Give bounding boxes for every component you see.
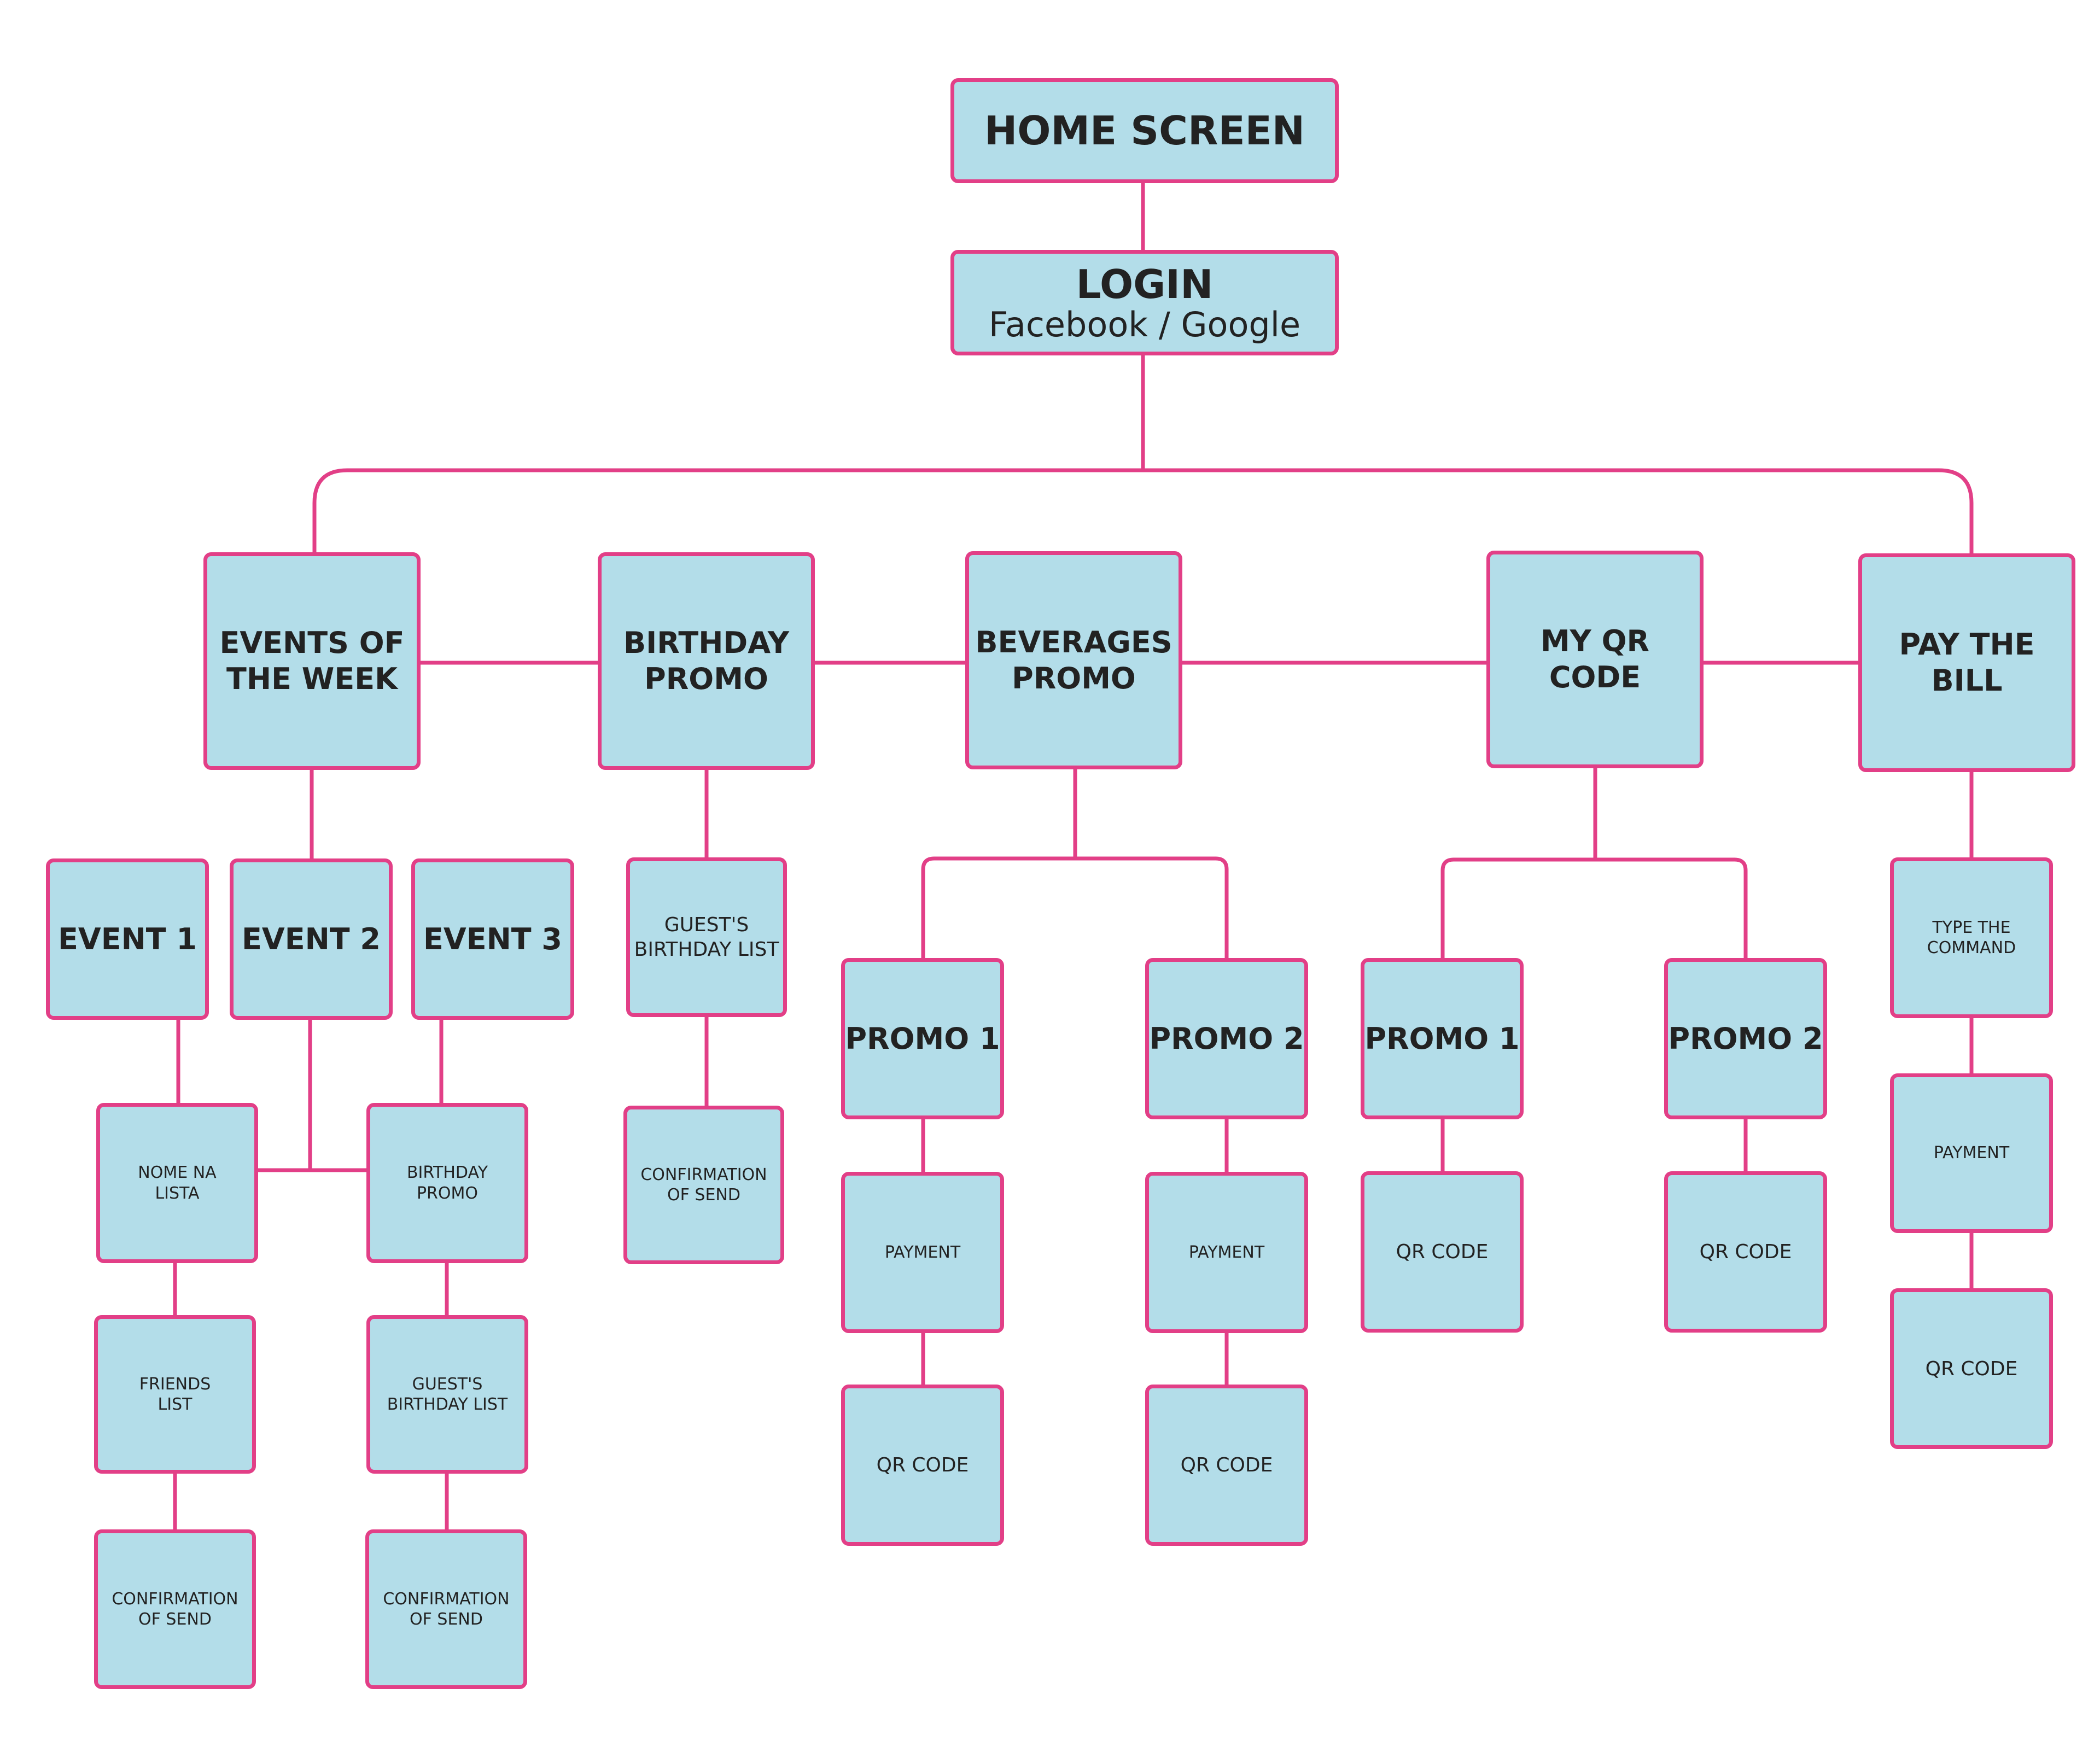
event-1-label: EVENT 1 <box>58 921 197 956</box>
beverages-qr-code-node-2: QR CODE <box>1145 1385 1308 1546</box>
pay-bill-qr-code-node: QR CODE <box>1890 1288 2053 1449</box>
login-node: LOGIN Facebook / Google <box>950 250 1339 355</box>
pay-bill-payment-label: PAYMENT <box>1933 1143 2010 1163</box>
event-2-node: EVENT 2 <box>230 858 393 1020</box>
beverages-payment-node-1: PAYMENT <box>841 1172 1004 1333</box>
beverages-promo-1-label: PROMO 1 <box>845 1021 1000 1056</box>
beverages-qr-code-label-1: QR CODE <box>876 1454 969 1476</box>
event-guest-birthday-list-label: GUEST'S BIRTHDAY LIST <box>387 1374 508 1415</box>
beverages-payment-node-2: PAYMENT <box>1145 1172 1308 1333</box>
pay-bill-payment-node: PAYMENT <box>1890 1073 2053 1233</box>
beverages-promo-2-node: PROMO 2 <box>1145 958 1308 1119</box>
beverages-qr-code-label-2: QR CODE <box>1180 1454 1273 1476</box>
qr-code-node-1: QR CODE <box>1361 1171 1524 1333</box>
pay-the-bill-node: PAY THE BILL <box>1858 553 2075 772</box>
birthday-confirmation-label: CONFIRMATION OF SEND <box>640 1165 767 1205</box>
my-qr-code-label: MY QR CODE <box>1540 624 1650 694</box>
login-subtitle: Facebook / Google <box>988 304 1301 344</box>
event-3-node: EVENT 3 <box>411 858 574 1020</box>
birthday-confirmation-node: CONFIRMATION OF SEND <box>623 1106 784 1264</box>
beverages-payment-label-2: PAYMENT <box>1188 1242 1265 1262</box>
birthday-promo-node: BIRTHDAY PROMO <box>598 552 815 770</box>
event-3-label: EVENT 3 <box>423 921 562 956</box>
event-confirmation-label-1: CONFIRMATION OF SEND <box>112 1589 238 1629</box>
qr-code-label-1: QR CODE <box>1396 1241 1489 1263</box>
events-of-the-week-label: EVENTS OF THE WEEK <box>219 626 405 696</box>
home-screen-node: HOME SCREEN <box>950 78 1339 183</box>
qr-promo-2-label: PROMO 2 <box>1668 1021 1823 1056</box>
type-the-command-node: TYPE THE COMMAND <box>1890 857 2053 1018</box>
beverages-qr-code-node-1: QR CODE <box>841 1385 1004 1546</box>
event-confirmation-label-2: CONFIRMATION OF SEND <box>383 1589 510 1629</box>
login-title: LOGIN <box>1076 261 1214 308</box>
my-qr-code-node: MY QR CODE <box>1486 551 1704 768</box>
birthday-guest-list-label: GUEST'S BIRTHDAY LIST <box>634 914 779 961</box>
beverages-promo-node: BEVERAGES PROMO <box>965 551 1182 769</box>
nome-na-lista-node: NOME NA LISTA <box>96 1103 258 1263</box>
beverages-promo-2-label: PROMO 2 <box>1149 1021 1304 1056</box>
event-confirmation-node-1: CONFIRMATION OF SEND <box>94 1529 256 1689</box>
qr-promo-1-label: PROMO 1 <box>1364 1021 1520 1056</box>
qr-code-node-2: QR CODE <box>1664 1171 1827 1333</box>
nome-na-lista-label: NOME NA LISTA <box>138 1163 217 1203</box>
pay-bill-qr-code-label: QR CODE <box>1925 1357 2018 1380</box>
event-confirmation-node-2: CONFIRMATION OF SEND <box>365 1529 527 1689</box>
friends-list-label: FRIENDS LIST <box>139 1374 211 1415</box>
event-1-node: EVENT 1 <box>46 858 209 1020</box>
friends-list-node: FRIENDS LIST <box>94 1315 256 1474</box>
beverages-payment-label-1: PAYMENT <box>884 1242 961 1262</box>
event-2-label: EVENT 2 <box>242 921 381 956</box>
home-screen-label: HOME SCREEN <box>984 107 1305 154</box>
qr-promo-2-node: PROMO 2 <box>1664 958 1827 1119</box>
events-of-the-week-node: EVENTS OF THE WEEK <box>203 552 421 770</box>
event-guest-birthday-list-node: GUEST'S BIRTHDAY LIST <box>366 1315 528 1474</box>
type-the-command-label: TYPE THE COMMAND <box>1927 918 2016 958</box>
birthday-promo-label: BIRTHDAY PROMO <box>623 626 789 696</box>
qr-code-label-2: QR CODE <box>1699 1241 1792 1263</box>
birthday-guest-list-node: GUEST'S BIRTHDAY LIST <box>626 857 787 1017</box>
qr-promo-1-node: PROMO 1 <box>1361 958 1524 1119</box>
beverages-promo-label: BEVERAGES PROMO <box>975 624 1172 696</box>
pay-the-bill-label: PAY THE BILL <box>1899 627 2035 698</box>
event-birthday-promo-node: BIRTHDAY PROMO <box>366 1103 528 1263</box>
beverages-promo-1-node: PROMO 1 <box>841 958 1004 1119</box>
event-birthday-promo-label: BIRTHDAY PROMO <box>406 1163 488 1203</box>
